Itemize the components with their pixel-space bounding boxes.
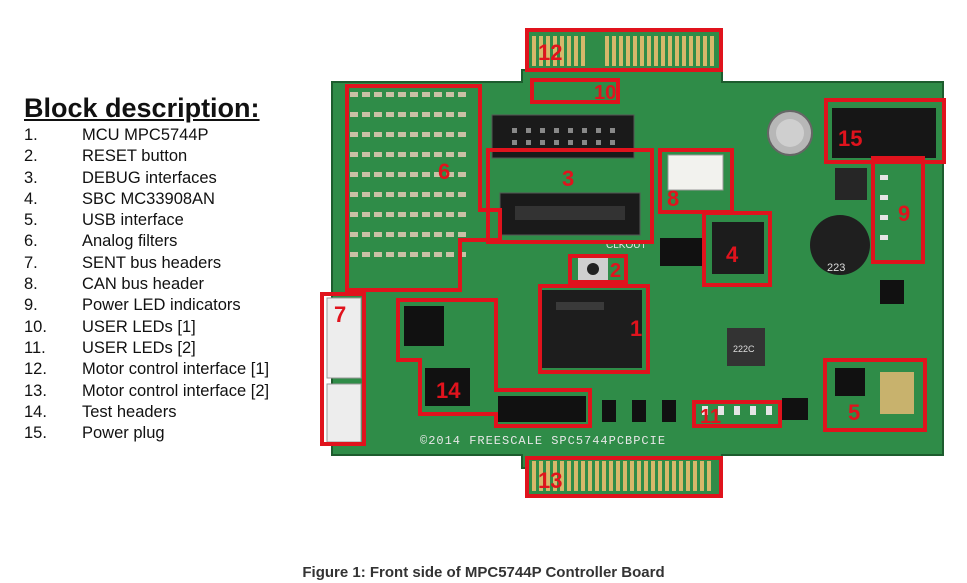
top-edge-connector [527, 30, 721, 72]
callout-box-3 [486, 148, 654, 244]
block-item: 9. Power LED indicators [24, 295, 269, 316]
block-item: 5. USB interface [24, 210, 269, 231]
callout-label-3: 3 [562, 166, 574, 191]
callout-label-8: 8 [667, 186, 679, 211]
block-number: 4. [24, 189, 38, 208]
block-label: SBC MC33908AN [82, 189, 215, 208]
callout-box-5 [823, 358, 927, 432]
block-number: 11. [24, 338, 46, 357]
callout-label-4: 4 [726, 242, 739, 267]
block-number: 14. [24, 402, 47, 421]
led-components [702, 175, 888, 415]
block-item: 12. Motor control interface [1] [24, 359, 269, 380]
block-number: 3. [24, 168, 38, 187]
callout-box-2 [568, 254, 628, 284]
board-silkscreen: ©2014 FREESCALE SPC5744PCBPCIE [420, 434, 666, 448]
callout-box-11 [692, 400, 782, 428]
callout-label-11: 11 [700, 406, 721, 428]
block-label: Test headers [82, 402, 177, 421]
figure-caption: Figure 1: Front side of MPC5744P Control… [302, 564, 665, 581]
sent-header-1 [326, 297, 362, 379]
block-label: Power LED indicators [82, 296, 241, 315]
inductor-marking-small: 222C [733, 344, 755, 354]
block-label: MCU MPC5744P [82, 126, 209, 144]
pcb-body [331, 69, 944, 469]
callout-label-1: 1 [630, 316, 642, 341]
block-label: USB interface [82, 211, 184, 230]
block-number: 6. [24, 232, 38, 251]
block-number: 2. [24, 147, 38, 166]
block-label: USER LEDs [1] [82, 317, 196, 336]
block-number: 9. [24, 296, 38, 315]
power-jack [832, 108, 936, 158]
pin-headers [404, 238, 904, 422]
inductor-marking: 223 [827, 262, 845, 274]
block-label: Motor control interface [2] [82, 381, 270, 400]
callout-label-6: 6 [438, 159, 450, 184]
block-list: 1. MCU MPC5744P 2. RESET button 3. DEBUG in… [24, 125, 269, 444]
block-label: RESET button [82, 147, 188, 166]
callout-label-9: 9 [898, 201, 910, 226]
block-number: 13. [24, 381, 47, 400]
block-item: 13. Motor control interface [2] [24, 381, 269, 402]
block-label: CAN bus header [82, 275, 204, 294]
callout-boxes [320, 28, 946, 498]
callout-label-7: 7 [334, 302, 346, 327]
block-number: 1. [24, 126, 38, 144]
callout-labels: 1 2 3 4 5 6 7 8 9 10 11 12 13 14 15 [334, 40, 910, 493]
block-number: 12. [24, 360, 47, 379]
block-item: 10. USER LEDs [1] [24, 317, 269, 338]
block-number: 10. [24, 317, 47, 336]
callout-box-13 [525, 456, 723, 498]
block-item: 3. DEBUG interfaces [24, 168, 269, 189]
callout-label-12: 12 [538, 40, 562, 65]
callout-label-15: 15 [838, 126, 862, 151]
callout-box-8 [658, 148, 734, 214]
callout-box-10 [530, 78, 620, 104]
block-item: 6. Analog filters [24, 231, 269, 252]
callout-box-14 [396, 298, 592, 428]
block-number: 5. [24, 211, 38, 230]
bottom-edge-connector [527, 455, 721, 497]
callout-label-2: 2 [610, 260, 621, 282]
block-label: SENT bus headers [82, 253, 222, 272]
callout-box-7 [320, 292, 366, 446]
callout-label-13: 13 [538, 468, 562, 493]
block-item: 15. Power plug [24, 423, 269, 444]
callout-label-5: 5 [848, 400, 860, 425]
block-item: 4. SBC MC33908AN [24, 189, 269, 210]
block-number: 15. [24, 424, 47, 443]
callout-box-1 [538, 284, 650, 374]
block-label: Motor control interface [1] [82, 360, 270, 379]
usb-pads [880, 372, 914, 414]
block-item: 11. USER LEDs [2] [24, 338, 269, 359]
block-number: 7. [24, 253, 38, 272]
block-item: 8. CAN bus header [24, 274, 269, 295]
block-item: 2. RESET button [24, 146, 269, 167]
callout-label-14: 14 [436, 378, 461, 403]
callout-label-10: 10 [594, 82, 616, 104]
block-description-heading: Block description: [24, 93, 260, 123]
block-label: DEBUG interfaces [82, 168, 217, 187]
block-label: Analog filters [82, 232, 178, 251]
sbc-chip [712, 222, 764, 274]
block-label: Power plug [82, 424, 165, 443]
can-header [667, 154, 724, 191]
callout-box-4 [702, 211, 772, 287]
callout-box-12 [525, 28, 723, 72]
callout-box-15 [824, 98, 946, 164]
block-item: 7. SENT bus headers [24, 253, 269, 274]
block-number: 8. [24, 275, 38, 294]
block-label: USER LEDs [2] [82, 338, 196, 357]
callout-box-9 [871, 156, 925, 264]
callout-box-6 [345, 84, 502, 292]
sent-header-2 [326, 383, 362, 443]
clkout-silkscreen: CLKOUT [606, 240, 647, 251]
mcu-chip [542, 290, 642, 368]
analog-filter-components [350, 92, 466, 257]
block-item: 1. MCU MPC5744P [24, 125, 269, 146]
block-item: 14. Test headers [24, 402, 269, 423]
inductor [810, 215, 870, 275]
